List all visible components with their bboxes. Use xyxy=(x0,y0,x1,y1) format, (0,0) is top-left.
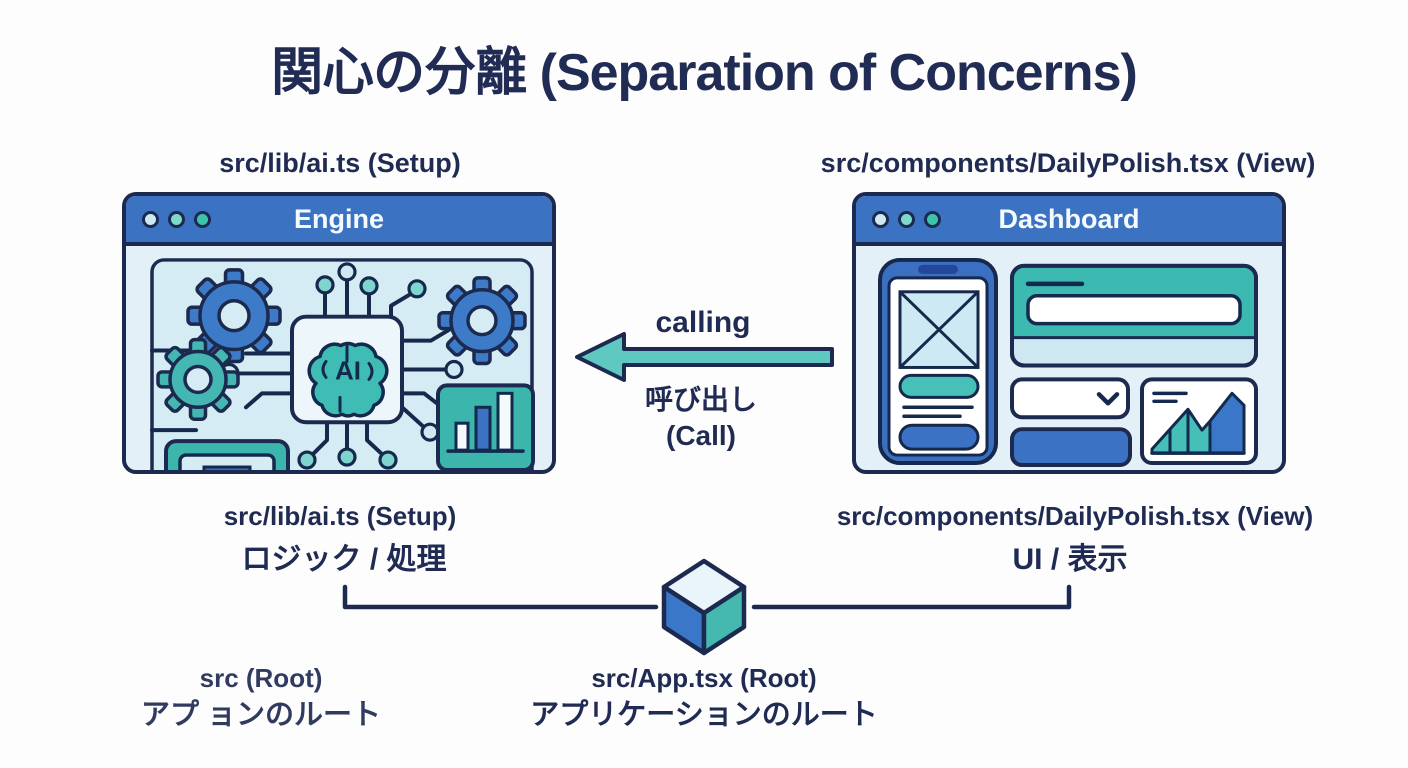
window-dots-icon xyxy=(142,196,211,242)
bar-chart-icon xyxy=(436,383,535,470)
engine-titlebar: Engine xyxy=(126,196,552,246)
gear-icon xyxy=(186,268,282,364)
root-ghost-label: src (Root) xyxy=(199,663,323,693)
page-title: 関心の分離 (Separation of Concerns) xyxy=(271,44,1138,102)
nested-card-icon xyxy=(164,439,290,470)
window-dots-icon xyxy=(872,196,941,242)
dashboard-file-label-bottom: src/components/DailyPolish.tsx (View) xyxy=(836,501,1314,531)
phone-icon xyxy=(878,257,998,466)
header-card xyxy=(1010,263,1258,368)
root-label: src/App.tsx (Root) xyxy=(591,663,817,693)
phone-pill-button xyxy=(898,373,980,399)
dashboard-titlebar: Dashboard xyxy=(856,196,1282,246)
arrow-label-yobidashi: 呼び出し xyxy=(644,384,758,415)
phone-primary-button xyxy=(898,423,980,451)
arrow-left-icon xyxy=(575,332,834,382)
arrow-label-call: (Call) xyxy=(666,420,736,451)
bracket-connector xyxy=(342,584,1072,610)
dropdown-select xyxy=(1010,377,1130,420)
dashboard-window-body xyxy=(856,246,1282,470)
engine-illustration: AI xyxy=(150,258,535,470)
dashboard-role-label: UI / 表示 xyxy=(1012,543,1128,576)
gear-icon xyxy=(437,276,527,366)
engine-window-title: Engine xyxy=(293,203,384,234)
cube-icon xyxy=(661,558,747,656)
image-placeholder-icon xyxy=(898,290,980,369)
root-sublabel: アプリケーションのルート xyxy=(530,699,878,731)
ai-chip-label: AI xyxy=(335,357,361,385)
gear-icon xyxy=(156,337,240,421)
dashboard-file-label-top: src/components/DailyPolish.tsx (View) xyxy=(820,148,1316,178)
window-dot-icon xyxy=(142,210,159,228)
engine-window: Engine xyxy=(122,192,556,474)
phone-text-lines xyxy=(902,405,974,418)
engine-file-label-top: src/lib/ai.ts (Setup) xyxy=(219,148,461,178)
chevron-down-icon xyxy=(1096,392,1120,406)
dashboard-window: Dashboard xyxy=(852,192,1286,474)
window-dot-icon xyxy=(924,210,941,228)
window-dot-icon xyxy=(168,210,185,228)
arrow-label-calling: calling xyxy=(655,306,751,339)
text-input xyxy=(1026,294,1242,326)
ai-brain-icon: AI xyxy=(290,314,404,425)
engine-window-body: AI xyxy=(126,246,552,470)
dashboard-window-title: Dashboard xyxy=(998,203,1140,234)
window-dot-icon xyxy=(872,210,889,228)
engine-file-label-bottom: src/lib/ai.ts (Setup) xyxy=(223,501,457,531)
line-chart-icon xyxy=(1140,377,1258,466)
primary-button xyxy=(1010,427,1132,468)
window-dot-icon xyxy=(194,210,211,228)
window-dot-icon xyxy=(898,210,915,228)
root-ghost-sublabel: アプ ョンのルート xyxy=(140,699,382,731)
dashboard-illustration xyxy=(878,257,1258,468)
engine-role-label: ロジック / 処理 xyxy=(241,543,447,576)
